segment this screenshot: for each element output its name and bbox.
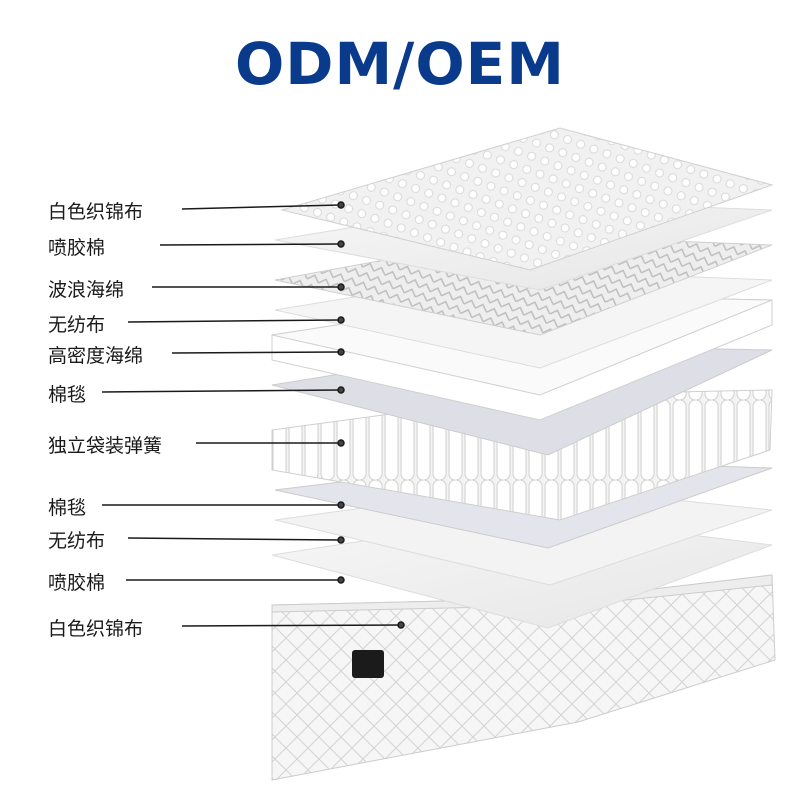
- label-felt-lower: 棉毯: [48, 493, 86, 520]
- label-spray-cotton: 喷胶棉: [48, 233, 105, 260]
- label-hd-foam: 高密度海绵: [48, 341, 143, 368]
- label-top-fabric: 白色织锦布: [48, 197, 143, 224]
- label-pocket-springs: 独立袋装弹簧: [48, 431, 162, 458]
- brand-tag: [352, 650, 384, 678]
- label-nonwoven-lower: 无纺布: [48, 526, 105, 553]
- label-felt: 棉毯: [48, 380, 86, 407]
- label-nonwoven: 无纺布: [48, 310, 105, 337]
- label-spray-cotton-lower: 喷胶棉: [48, 568, 105, 595]
- label-bottom-fabric: 白色织锦布: [48, 614, 143, 641]
- label-wave-foam: 波浪海绵: [48, 275, 124, 302]
